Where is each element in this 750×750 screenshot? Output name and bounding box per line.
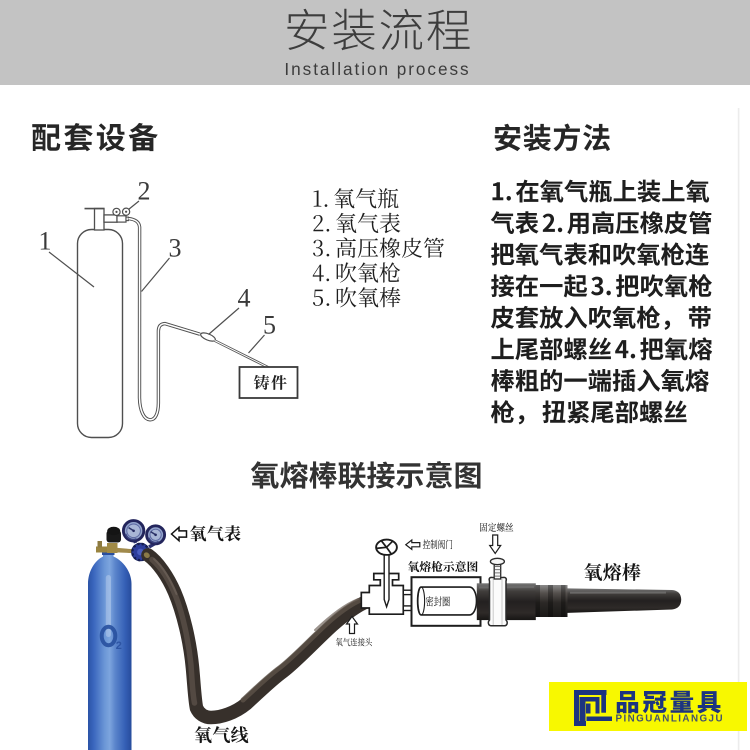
svg-text:PINGUANLIANGJU: PINGUANLIANGJU [616, 714, 724, 725]
svg-text:5: 5 [263, 311, 276, 340]
svg-text:4: 4 [238, 284, 251, 313]
svg-text:3: 3 [169, 234, 182, 263]
svg-text:Installation process: Installation process [284, 59, 470, 79]
svg-text:2: 2 [138, 177, 151, 206]
svg-text:2: 2 [116, 640, 122, 652]
svg-text:1: 1 [39, 227, 52, 256]
